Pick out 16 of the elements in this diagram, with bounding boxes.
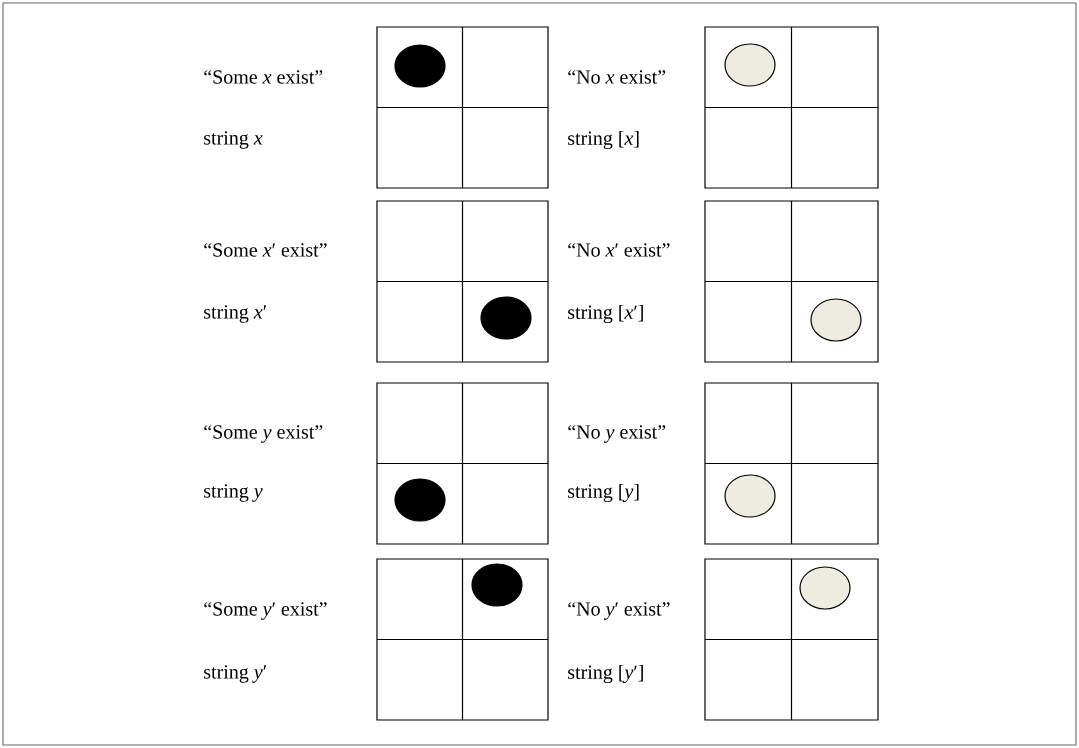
statement-label: “No x′ exist” [568,243,670,257]
statement-label: “No y′ exist” [568,602,670,620]
string-label: string [y′] [568,664,643,684]
string-label: string x [204,131,263,149]
string-label: string [x′] [568,304,643,324]
statement-label: “Some y exist” [204,425,323,443]
string-label: string [x] [568,130,639,150]
statement-label: “Some x exist” [204,70,323,84]
string-label: string [y] [568,483,639,503]
statement-label: “Some y′ exist” [204,602,327,620]
string-label: string y′ [204,665,267,683]
statement-label: “No x exist” [568,70,666,84]
string-label: string y [204,484,263,502]
statement-label: “Some x′ exist” [204,243,327,257]
statement-label: “No y exist” [568,425,666,443]
string-label: string x′ [204,305,267,323]
